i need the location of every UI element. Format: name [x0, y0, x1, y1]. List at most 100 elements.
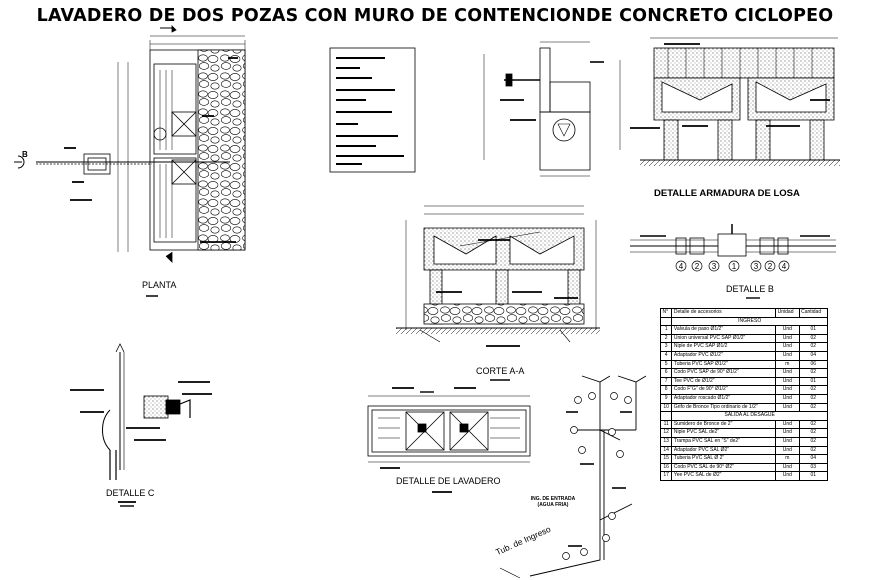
table-cell: 02	[798, 428, 829, 438]
table-cell: Codo PVC SAL de 90° Ø2"	[671, 462, 777, 473]
table-cell: 01	[798, 471, 829, 481]
table-cell	[659, 411, 673, 421]
table-cell: Und	[775, 402, 800, 413]
title-underlines	[120, 297, 760, 507]
table-header-cell: Detalle de accesorios	[671, 308, 777, 318]
table-cell: Niple de PVC SAP Ø1/2	[671, 342, 777, 352]
elevation-view	[619, 37, 840, 166]
table-cell: 4	[659, 350, 673, 361]
label-detalle-lavadero: DETALLE DE LAVADERO	[396, 476, 501, 486]
table-cell: 02	[798, 402, 829, 413]
table-cell: Adaptador PVC Ø1/2"	[671, 350, 777, 361]
table-cell: 13	[659, 436, 673, 447]
table-cell: Und	[775, 436, 800, 447]
table-cell: Und	[775, 376, 800, 387]
table-cell: Adaptador roscado Ø1/2"	[671, 393, 777, 404]
table-cell: 7	[659, 376, 673, 387]
table-cell: 6	[659, 368, 673, 378]
label-detalle-b: DETALLE B	[726, 284, 774, 294]
table-cell: Und	[775, 428, 800, 438]
table-section-row: SALIDA AL DESAGÜE	[659, 411, 828, 421]
table-cell: 02	[798, 419, 829, 430]
detail-c	[70, 343, 212, 503]
callout-number: 3	[754, 262, 759, 271]
table-cell: 01	[798, 376, 829, 387]
callout-number: 2	[695, 262, 700, 271]
table-cell: Grifo de Bronce Tipo ordinario de 1/2"	[671, 402, 777, 413]
table-cell: Und	[775, 385, 800, 395]
table-cell: Niple PVC SAL de2"	[671, 428, 777, 438]
table-cell: Codo F"G" de 90° Ø1/2"	[671, 385, 777, 395]
label-detalle-c: DETALLE C	[106, 488, 155, 498]
table-cell: Und	[775, 393, 800, 404]
table-cell: 5	[659, 359, 673, 370]
table-cell: Union universal PVC SAP Ø1/2"	[671, 333, 777, 344]
table-section-title: SALIDA AL DESAGÜE	[671, 411, 828, 421]
table-cell: 06	[798, 359, 829, 370]
drawing-title: LAVADERO DE DOS POZAS CON MURO DE CONTEN…	[36, 6, 834, 26]
washbasin-detail	[367, 387, 531, 493]
section-a-a	[396, 205, 600, 381]
table-cell: 02	[798, 445, 829, 456]
table-cell	[659, 316, 673, 327]
table-cell: Yee PVC SAL de Ø2"	[671, 471, 777, 481]
table-section-row: INGRESO	[659, 316, 828, 327]
table-cell: 2	[659, 333, 673, 344]
callout-number: 4	[782, 262, 787, 271]
callout-number: 1	[732, 262, 737, 271]
table-cell: Tuberia PVC SAP Ø1/2"	[671, 359, 777, 370]
table-cell: 01	[798, 325, 829, 335]
table-cell: Und	[775, 462, 800, 473]
table-cell: Valvula de paso Ø1/2"	[671, 325, 777, 335]
table-cell: 1	[659, 325, 673, 335]
table-cell: Und	[775, 342, 800, 352]
table-cell: Codo PVC SAP de 90° Ø1/2"	[671, 368, 777, 378]
table-header-cell: N°	[659, 308, 673, 318]
table-cell: 16	[659, 462, 673, 473]
table-cell: 02	[798, 436, 829, 447]
table-cell: 02	[798, 368, 829, 378]
marker-b: B	[22, 150, 28, 159]
detail-b-callouts: 4 2 3 1 3 2 4	[675, 260, 790, 272]
table-cell: 3	[659, 342, 673, 352]
callout-number: 3	[712, 262, 717, 271]
table-cell: Und	[775, 350, 800, 361]
callout-number: 2	[768, 262, 773, 271]
table-cell: Und	[775, 325, 800, 335]
table-header-cell: Unidad	[775, 308, 800, 318]
table-cell: Und	[775, 368, 800, 378]
side-section	[483, 41, 604, 177]
detail-b-rebar	[630, 224, 836, 257]
table-cell: Tee PVC de Ø1/2"	[671, 376, 777, 387]
table-cell: Und	[775, 419, 800, 430]
table-cell: 17	[659, 471, 673, 481]
label-armadura: DETALLE ARMADURA DE LOSA	[654, 188, 800, 199]
table-cell: Und	[775, 445, 800, 456]
table-cell: Und	[775, 471, 800, 481]
notes-box	[329, 47, 416, 173]
isometric-piping	[499, 375, 647, 579]
table-cell: 9	[659, 393, 673, 404]
table-cell: m	[775, 454, 800, 464]
label-ingreso: ING. DE ENTRADA (AGUA FRIA)	[530, 496, 576, 508]
table-cell: Sumidero de Bronce de 2"	[671, 419, 777, 430]
table-cell: 12	[659, 428, 673, 438]
callout-number: 4	[679, 262, 684, 271]
label-planta: PLANTA	[142, 280, 177, 290]
